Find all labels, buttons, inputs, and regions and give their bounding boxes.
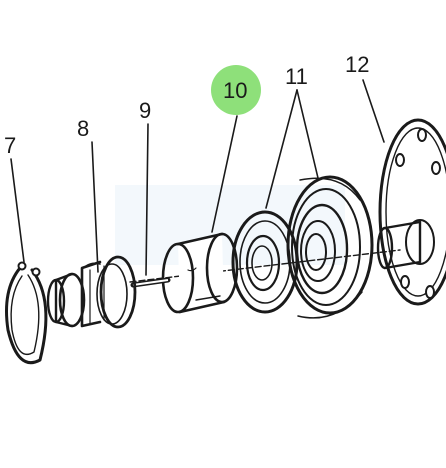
callout-12: 12 — [345, 52, 369, 77]
part-11-bearing — [286, 175, 374, 319]
part-9-pin — [130, 277, 171, 288]
callout-9: 9 — [139, 98, 151, 123]
shaft-axis — [129, 249, 401, 283]
part-12-flange-hub — [376, 118, 446, 306]
part-7-circlip — [5, 261, 48, 365]
leader-lines — [10, 79, 385, 276]
part-11-seal-ring — [231, 210, 299, 314]
callout-8: 8 — [77, 116, 89, 141]
highlight-marker — [211, 65, 261, 115]
callout-10: 10 — [223, 78, 247, 103]
callout-7: 7 — [4, 133, 16, 158]
part-10-sleeve — [161, 232, 239, 314]
part-8-stepped-plug — [46, 255, 137, 329]
callout-11: 11 — [285, 64, 308, 89]
